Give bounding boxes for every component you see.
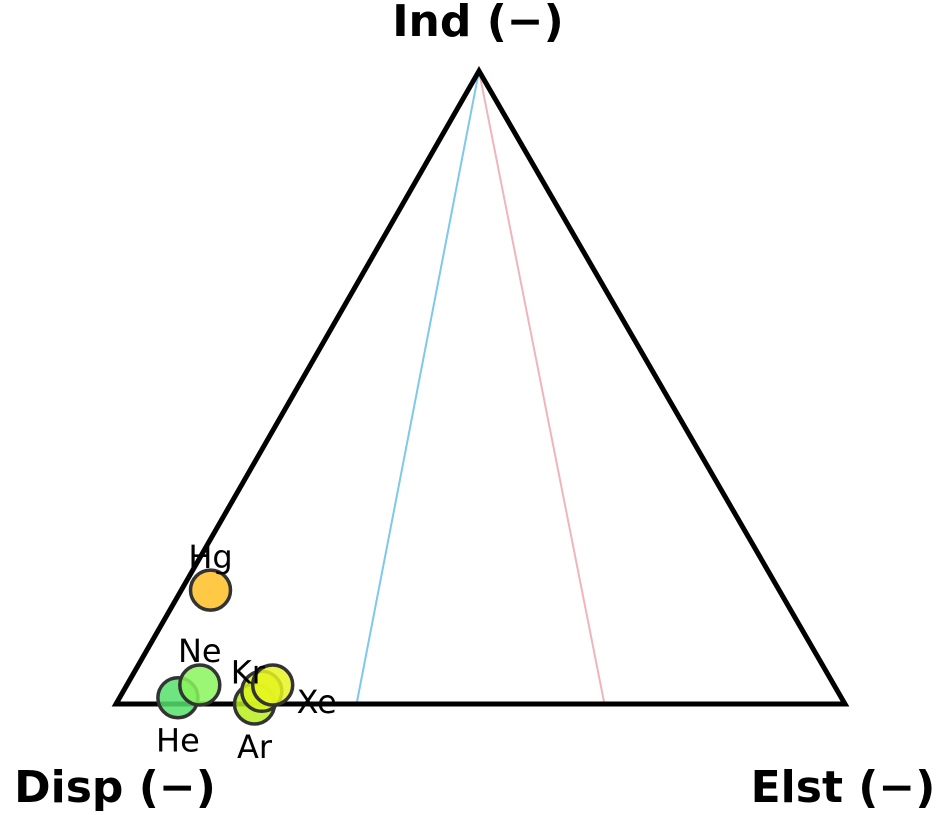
vertex-label-right: Elst (−) [751, 762, 936, 813]
point-label-he: He [156, 722, 200, 760]
ternary-triangle [111, 65, 850, 707]
point-label-xe: Xe [297, 683, 337, 721]
data-points [156, 568, 295, 726]
data-point-xe [250, 663, 295, 707]
point-label-hg: Hg [188, 538, 232, 576]
point-label-ar: Ar [237, 728, 273, 766]
data-point-ne [178, 663, 222, 707]
vertex-label-left: Disp (−) [14, 762, 216, 813]
reference-lines [355, 70, 606, 705]
reference-line-1 [355, 70, 480, 705]
point-label-ne: Ne [178, 632, 222, 670]
data-point-hg [188, 568, 233, 612]
reference-line-2 [478, 70, 606, 705]
vertex-label-top: Ind (−) [392, 0, 564, 47]
point-label-kr: Kr [231, 653, 266, 691]
